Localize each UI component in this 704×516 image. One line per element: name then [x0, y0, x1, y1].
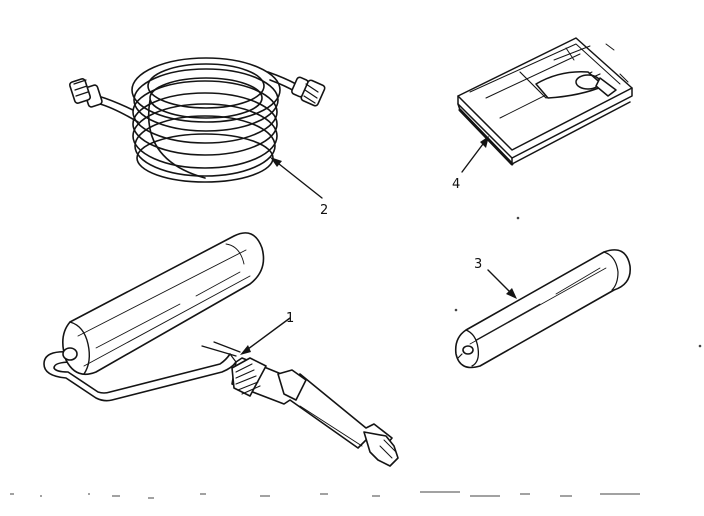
- pad-assembly: [457, 37, 633, 166]
- hose-right-end: [267, 71, 326, 107]
- paint-roller-frame: [43, 341, 241, 402]
- pad-leader-arrow: [480, 136, 489, 148]
- pad-leader-line: [461, 139, 487, 173]
- paint-roller-cover: [62, 232, 265, 376]
- hose-left-end: [68, 78, 139, 123]
- roller-cover-label: 3: [474, 257, 482, 272]
- hose-coil: [131, 57, 281, 183]
- roller-cover-body: [454, 249, 631, 369]
- hose-leader-arrow: [270, 157, 282, 167]
- hose-label: 2: [320, 203, 328, 218]
- pad-label: 4: [452, 177, 460, 192]
- paint-roller-handle: [231, 357, 399, 467]
- paint-roller-leader-arrow: [240, 345, 251, 355]
- scan-specks: [10, 216, 702, 499]
- roller-cover-leader-arrow: [506, 288, 517, 299]
- paint-roller-label: 1: [286, 311, 294, 326]
- paint-roller-leader-line: [243, 317, 291, 353]
- hose-leader-line: [273, 159, 323, 199]
